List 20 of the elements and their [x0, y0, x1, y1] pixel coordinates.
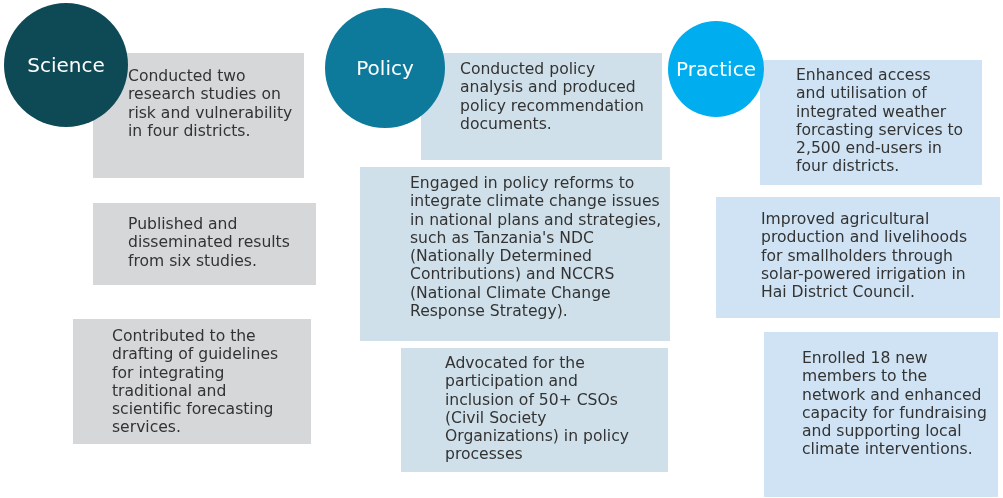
- achievement-box: [760, 60, 982, 185]
- achievement-text: Advocated for the participation and inclusion of 50+ CSOs (Civil Society Organizations) in policy processes: [445, 354, 630, 464]
- achievement-text: Improved agricultural production and livelihoods for smallholders through solar-powered irrigation in Hai District Council.: [761, 210, 969, 302]
- achievement-text: Contributed to the drafting of guidelines for integrating traditional and scientific forecasting services.: [112, 327, 280, 437]
- category-title: Practice: [676, 57, 756, 81]
- achievement-text: Enrolled 18 new members to the network and enhanced capacity for fundraising and supporting local climate interventions.: [802, 349, 988, 459]
- achievement-text: Published and disseminated results from six studies.: [128, 215, 291, 270]
- achievement-box: [401, 348, 668, 472]
- category-title: Science: [27, 53, 105, 77]
- achievement-box: [716, 197, 1000, 318]
- achievement-text: Enhanced access and utilisation of integrated weather forcasting services to 2,500 end-users in four districts.: [796, 66, 964, 176]
- achievement-box: [360, 167, 670, 341]
- category-title: Policy: [356, 56, 414, 80]
- achievement-box: [764, 332, 998, 497]
- achievement-box: [73, 319, 311, 444]
- achievement-text: Engaged in policy reforms to integrate climate change issues in national plans and strategies, such as Tanzania's NDC (Nationally Determined Contributions) and NCCRS (National Climate Change Response Strategy).: [410, 174, 663, 321]
- achievement-text: Conducted policy analysis and produced policy recommendation documents.: [460, 60, 645, 134]
- achievement-box: [421, 53, 662, 160]
- achievement-text: Conducted two research studies on risk and vulnerability in four districts.: [128, 67, 294, 141]
- achievement-box: [93, 203, 316, 285]
